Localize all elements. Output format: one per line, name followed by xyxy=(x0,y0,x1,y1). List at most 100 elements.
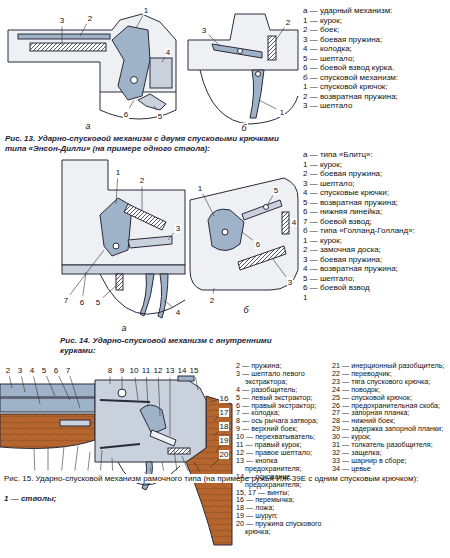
leader-line xyxy=(168,233,174,240)
legend-line: 32 — защелка; xyxy=(332,449,448,457)
legend-line: 4 — возвратная пружина; xyxy=(303,264,448,274)
leader-line xyxy=(34,376,41,404)
panel-letter: б xyxy=(242,305,249,315)
leader-line xyxy=(34,448,36,471)
fig14-blitz-mechanism xyxy=(128,236,172,248)
fig14-holland-lock xyxy=(190,178,298,290)
fig15-gun-action xyxy=(140,405,166,434)
leader-line xyxy=(142,187,143,211)
fig13-trigger-mechanism xyxy=(212,44,262,58)
leader-line xyxy=(110,377,111,385)
fig13-striker-mechanism xyxy=(150,58,172,88)
callout-number: 5 xyxy=(157,112,163,121)
fig14-holland-lock xyxy=(264,205,269,210)
fig14-blitz-mechanism xyxy=(140,274,154,316)
leader-line xyxy=(210,400,217,402)
callout-number: 4 xyxy=(165,48,171,57)
legend-line: 34 — цевье xyxy=(332,465,448,473)
legend-line: 2 — боевая пружина; xyxy=(303,169,448,179)
leader-line xyxy=(75,446,78,471)
fig13-striker-mechanism xyxy=(131,77,138,84)
leader-line xyxy=(116,179,118,205)
callout-number: 7 xyxy=(63,296,69,305)
callout-number: 1 xyxy=(197,184,203,193)
fig15-gun-action xyxy=(0,384,95,397)
legend-line: 5 — шептало; xyxy=(303,274,448,284)
legend-line: 22 — переводчик; xyxy=(332,370,448,378)
legend-line: 4 — разобщитель; xyxy=(236,386,330,394)
fig15-gun-action xyxy=(0,376,232,545)
legend-line: 31 — толкатель разобщителя; xyxy=(332,441,448,449)
legend-line: 6 — нижняя линейка; xyxy=(303,207,448,217)
text-column: 21 — инерционный разобщитель;22 — перево… xyxy=(332,362,448,473)
fig14-holland-lock xyxy=(190,178,298,290)
text-column: 2 — пружина;3 — шептало левого экстракто… xyxy=(236,362,330,536)
leader-line xyxy=(62,27,63,46)
legend-line: 14 — основание предохранителя; xyxy=(236,473,330,489)
fig13-trigger-mechanism xyxy=(188,14,298,124)
leader-line xyxy=(101,450,103,471)
leader-line xyxy=(196,377,199,390)
callout-number: 3 xyxy=(175,224,181,233)
callout-number: 17 xyxy=(219,408,230,417)
fig15-gun-action xyxy=(178,376,194,381)
figure-caption: Рис. 14. Ударно-спусковой механизм с вну… xyxy=(60,336,300,355)
leader-line xyxy=(59,376,70,400)
leader-line xyxy=(162,58,165,62)
fig13-trigger-mechanism xyxy=(238,49,243,54)
callout-number: 1 xyxy=(143,6,149,15)
text-column: Рис. 14. Ударно-спусковой механизм с вну… xyxy=(60,336,300,355)
fig13-trigger-mechanism xyxy=(250,70,264,118)
legend-line: 7 — колодка; xyxy=(236,409,330,417)
callout-number: 14 xyxy=(177,366,188,375)
legend-line: 2 — замочная доска; xyxy=(303,245,448,255)
leader-line xyxy=(194,462,200,472)
legend-line: 2 — возвратная пружина; xyxy=(303,92,448,102)
leader-line xyxy=(70,250,104,295)
text-column: Рис. 13. Ударно-спусковой механизм с дву… xyxy=(5,134,295,153)
legend-line: 5 — шептало; xyxy=(303,54,448,64)
legend-line: 29 — задержка запорной планки; xyxy=(332,425,448,433)
callout-number: 8 xyxy=(107,366,113,375)
leader-line xyxy=(62,446,64,471)
fig15-gun-action xyxy=(100,444,140,448)
leader-line xyxy=(272,258,286,277)
leader-line xyxy=(135,377,138,400)
callout-number: 2 xyxy=(209,296,215,305)
fig14-blitz-mechanism xyxy=(113,243,119,249)
text-column: 1 — стволы; xyxy=(4,494,172,504)
legend-line: 13 — кнопка предохранителя; xyxy=(236,457,330,473)
fig14-holland-lock xyxy=(222,229,228,235)
fig13-trigger-mechanism xyxy=(188,14,298,70)
leader-line xyxy=(268,196,273,204)
leader-line xyxy=(209,35,220,46)
legend-line: 4 — колодка; xyxy=(303,44,448,54)
legend-line: 1 xyxy=(303,293,448,303)
fig13-trigger-mechanism xyxy=(268,36,276,60)
callout-number: 2 xyxy=(139,176,145,185)
legend-line: 6 — боевой взвод курка. xyxy=(303,63,448,73)
fig14-blitz-mechanism xyxy=(116,274,123,290)
legend-line: 18 — ложа; xyxy=(236,504,330,512)
callout-number: 12 xyxy=(153,366,164,375)
leader-line xyxy=(286,222,288,223)
callout-number: 11 xyxy=(141,366,151,375)
callout-number: 15 xyxy=(189,366,200,375)
leader-line xyxy=(48,447,49,471)
leader-line xyxy=(242,232,253,240)
legend-line: 6 — правый экстрактор; xyxy=(236,402,330,410)
fig15-gun-action xyxy=(100,400,150,402)
leader-line xyxy=(182,456,188,471)
legend-line: 12 — правое шептало; xyxy=(236,449,330,457)
leader-line xyxy=(122,377,123,391)
legend-line: 5 — левый экстрактор; xyxy=(236,394,330,402)
legend-line: 3 — боевая пружина; xyxy=(303,255,448,265)
leader-line xyxy=(259,100,276,109)
fig15-gun-action xyxy=(0,414,95,448)
callout-number: 2 xyxy=(87,14,93,23)
legend-line: 30 — курок; xyxy=(332,433,448,441)
leader-line xyxy=(158,377,160,416)
callout-number: 3 xyxy=(17,366,23,375)
fig14-holland-lock xyxy=(238,246,286,270)
legend-line: б — спусковой механизм: xyxy=(303,73,448,83)
